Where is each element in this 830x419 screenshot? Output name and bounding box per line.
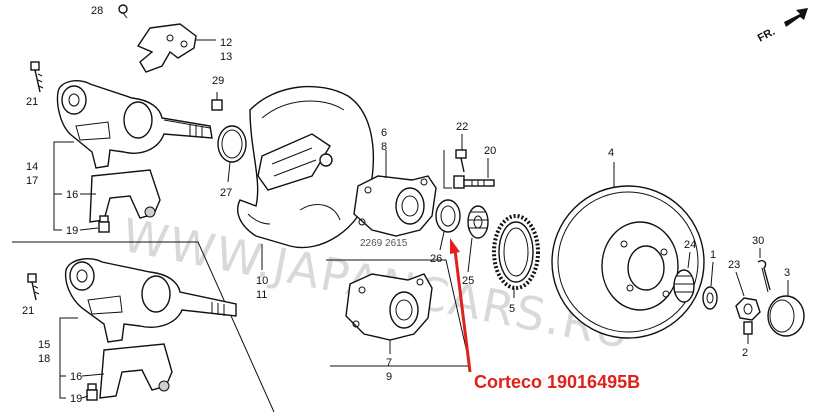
bearing-25 <box>467 205 489 239</box>
part-number-7: 7 <box>386 357 392 369</box>
part-number-29: 29 <box>212 75 224 87</box>
hub-bolt-2 <box>743 321 753 335</box>
direction-label: FR. <box>756 26 777 45</box>
part-number-2: 2 <box>742 347 748 359</box>
part-number-26: 26 <box>430 253 442 265</box>
bolt-19-upper <box>98 215 110 233</box>
callout-part-label: Corteco 19016495B <box>474 372 641 392</box>
part-number-12: 12 <box>220 37 232 49</box>
bearing-24 <box>673 269 695 303</box>
bolt-19-lower <box>86 383 98 401</box>
trailing-arm-knuckle-lower <box>64 258 237 343</box>
bleeder-29 <box>211 92 223 111</box>
bolt-28 <box>118 4 128 19</box>
part-number-16-upper: 16 <box>66 189 78 201</box>
part-number-1: 1 <box>710 249 716 261</box>
part-number-22: 22 <box>456 121 468 133</box>
part-number-16-lower: 16 <box>70 371 82 383</box>
part-number-28: 28 <box>91 5 103 17</box>
part-number-11: 11 <box>256 289 267 301</box>
bolt-21-upper <box>30 61 44 93</box>
part-number-19-upper: 19 <box>66 225 78 237</box>
part-code: 2269 2615 <box>360 238 408 249</box>
part-number-27: 27 <box>220 187 232 199</box>
brake-disc-4 <box>551 185 705 339</box>
callout-arrow-icon <box>450 238 472 373</box>
bolt-21-lower <box>27 273 40 301</box>
part-number-18: 18 <box>38 353 50 365</box>
part-number-5: 5 <box>509 303 515 315</box>
part-number-8: 8 <box>381 141 387 153</box>
hub-carrier-6-8 <box>353 175 437 237</box>
part-number-13: 13 <box>220 51 232 63</box>
part-number-9: 9 <box>386 371 392 383</box>
o-ring-27 <box>217 125 247 163</box>
part-number-6: 6 <box>381 127 387 139</box>
part-number-30: 30 <box>752 235 764 247</box>
front-direction-arrow-icon <box>784 8 808 27</box>
part-number-19-lower: 19 <box>70 393 82 405</box>
washer-1 <box>702 286 718 310</box>
part-number-15: 15 <box>38 339 50 351</box>
bracket-12-13 <box>136 23 216 73</box>
part-number-23: 23 <box>728 259 740 271</box>
bracket-16-upper <box>89 169 161 223</box>
bolt-22 <box>455 149 467 173</box>
part-number-20: 20 <box>484 145 496 157</box>
part-number-21-lower: 21 <box>22 305 34 317</box>
part-number-17: 17 <box>26 175 38 187</box>
part-number-14: 14 <box>26 161 38 173</box>
part-number-21-upper: 21 <box>26 96 38 108</box>
spindle-nut-23 <box>735 297 761 321</box>
trailing-arm-knuckle-upper <box>56 80 213 169</box>
part-number-24: 24 <box>684 239 696 251</box>
part-number-10: 10 <box>256 275 268 287</box>
backing-plate-10-11 <box>237 85 375 249</box>
part-number-4: 4 <box>608 147 614 159</box>
bracket-16-lower <box>99 343 173 399</box>
part-number-3: 3 <box>784 267 790 279</box>
hub-cap-3 <box>767 295 805 337</box>
bolt-20 <box>453 175 495 189</box>
hub-carrier-7-9 <box>345 273 433 341</box>
oil-seal-26 <box>435 199 461 233</box>
tone-ring-5 <box>492 214 540 290</box>
part-number-25: 25 <box>462 275 474 287</box>
cotter-pin-30 <box>757 259 771 293</box>
